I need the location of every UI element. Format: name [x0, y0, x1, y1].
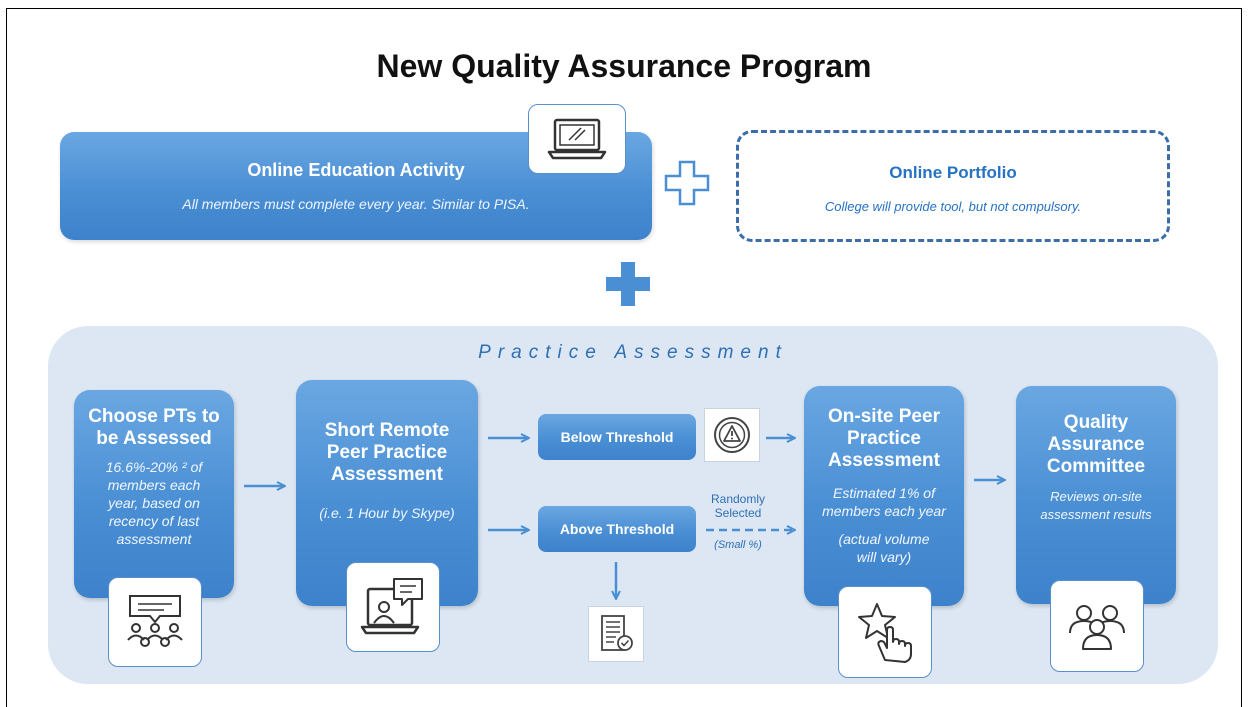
step-title-line: On-site Peer — [828, 406, 940, 427]
step-desc-line: assessment results — [1040, 507, 1152, 522]
step-title-line: Quality — [1063, 412, 1129, 433]
step-title-line: Assurance — [1047, 434, 1145, 455]
step-desc-line: (actual volume — [838, 531, 930, 547]
group-discussion-icon — [108, 577, 202, 667]
team-icon — [1050, 580, 1144, 672]
step-desc-line: members each — [107, 477, 201, 493]
diagram-frame — [6, 8, 1242, 707]
step-desc-line: recency of last — [108, 513, 200, 529]
step-title-line: Short Remote — [324, 420, 450, 441]
step-title-line: Assessment — [828, 450, 940, 471]
step-title-line: Choose PTs to — [88, 406, 220, 427]
online-portfolio-title: Online Portfolio — [889, 163, 1017, 182]
step-title-line: Assessment — [331, 464, 443, 485]
step-desc-line: Reviews on-site — [1050, 489, 1142, 504]
star-tap-icon — [838, 586, 932, 678]
step-desc-line: Estimated 1% of — [833, 485, 935, 501]
online-education-title: Online Education Activity — [247, 160, 465, 180]
video-call-icon — [346, 562, 440, 652]
step-title-line: Peer Practice — [326, 442, 448, 463]
above-threshold-pill: Above Threshold — [538, 506, 696, 552]
randomly-selected-label: Randomly Selected — [698, 492, 778, 520]
step-desc-line: (i.e. 1 Hour by Skype) — [319, 505, 455, 521]
step-desc-line: members each year — [822, 503, 946, 519]
step-choose-pts: Choose PTs to be Assessed 16.6%-20% ² of… — [74, 390, 234, 598]
online-education-subtitle: All members must complete every year. Si… — [182, 196, 530, 212]
step-title-line: be Assessed — [96, 428, 212, 449]
step-title-line: Committee — [1046, 456, 1146, 477]
warning-icon — [704, 408, 760, 462]
practice-assessment-title: Practice Assessment — [478, 342, 788, 363]
step-desc-line: assessment — [116, 531, 192, 547]
plus-outline-icon — [664, 160, 710, 206]
laptop-icon — [528, 104, 626, 174]
step-desc-line: 16.6%-20% ² of — [105, 459, 203, 475]
randomly-selected-line: Selected — [714, 506, 762, 520]
randomly-selected-line: Randomly — [710, 492, 766, 506]
below-threshold-pill: Below Threshold — [538, 414, 696, 460]
small-pct-label: (Small %) — [714, 539, 762, 551]
online-portfolio-box: Online Portfolio College will provide to… — [736, 130, 1170, 242]
step-qa-committee: Quality Assurance Committee Reviews on-s… — [1016, 386, 1176, 604]
checklist-icon — [588, 606, 644, 662]
step-onsite-assessment: On-site Peer Practice Assessment Estimat… — [804, 386, 964, 606]
plus-filled-icon — [606, 262, 650, 306]
step-title-line: Practice — [847, 428, 921, 449]
online-portfolio-subtitle: College will provide tool, but not compu… — [824, 199, 1082, 214]
step-desc-line: will vary) — [856, 549, 912, 565]
step-desc-line: year, based on — [108, 495, 200, 511]
page-title: New Quality Assurance Program — [376, 48, 872, 84]
